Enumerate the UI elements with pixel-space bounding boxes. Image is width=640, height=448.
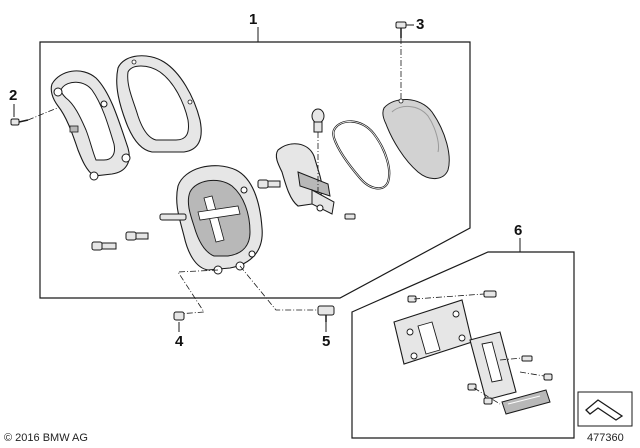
bolt-left-lower [91, 241, 117, 251]
nut-4 [173, 311, 185, 321]
diagram-number: 477360 [587, 432, 624, 444]
assembly-frame-1 [39, 41, 471, 299]
screw-2 [10, 118, 29, 126]
copyright-text: © 2016 BMW AG [4, 432, 88, 444]
screw-6f [543, 373, 553, 381]
seal-frame [116, 55, 202, 153]
dashdot-5 [239, 265, 318, 311]
bracket-plate [393, 299, 473, 365]
cover [382, 98, 450, 179]
callout-6: 6 [514, 222, 523, 239]
screw-small [344, 213, 356, 220]
lever-actuator [275, 143, 335, 215]
bracket-arm [469, 331, 517, 401]
seal-ring [332, 120, 391, 190]
screw-6a [483, 290, 497, 298]
assembly-frame-6 [351, 251, 575, 439]
dashdot-6c [473, 387, 501, 405]
bolt-center-lower [125, 231, 149, 241]
callout-4: 4 [175, 333, 184, 350]
dashdot-2 [27, 105, 63, 121]
callout-1: 1 [249, 11, 258, 28]
dashdot-6a [413, 293, 485, 300]
screw-6e [483, 397, 493, 405]
callout-3: 3 [416, 16, 425, 33]
frame-bracket [50, 70, 131, 181]
arrow-corner-icon [577, 391, 633, 427]
bolt-upper-mid [257, 179, 281, 189]
screw-3 [395, 21, 407, 38]
screw-6c [521, 355, 533, 362]
screw-6d [467, 383, 477, 391]
dashdot-4 [177, 269, 219, 315]
housing-base [159, 165, 263, 275]
bolt-5 [317, 305, 335, 322]
dashdot-6b [499, 357, 523, 361]
callout-2: 2 [9, 87, 18, 104]
bulb [311, 108, 325, 133]
dashdot-6d [519, 371, 545, 377]
callout-5: 5 [322, 333, 331, 350]
reflector [501, 389, 551, 415]
